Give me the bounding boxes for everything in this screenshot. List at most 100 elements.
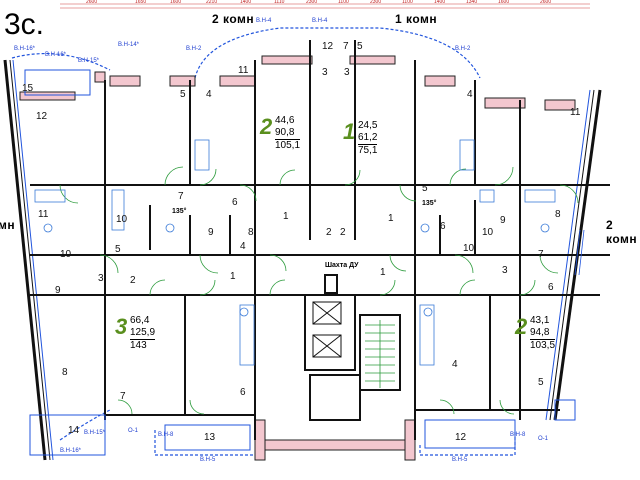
room-number: 7 bbox=[120, 391, 126, 402]
room-number: 12 bbox=[455, 432, 467, 443]
interior-walls bbox=[30, 40, 610, 440]
room-number: 8 bbox=[62, 367, 68, 378]
dimension-label: 2210 bbox=[206, 0, 218, 5]
total-with-balcony: 103,5 bbox=[530, 340, 556, 351]
plumbing-fixtures bbox=[34, 139, 556, 366]
room-number: 5 bbox=[115, 244, 121, 255]
room-count: 1 bbox=[343, 119, 356, 144]
room-number: 5 bbox=[180, 89, 186, 100]
dimension-label: 1600 bbox=[498, 0, 510, 5]
apartment-area-block: 2 44,6 90,8 105,1 bbox=[260, 115, 301, 152]
room-number: 9 bbox=[55, 285, 61, 296]
dimension-label: 1400 bbox=[240, 0, 252, 5]
apartment-area-block: 3 66,4 125,9 143 bbox=[115, 315, 156, 352]
room-number: 10 bbox=[116, 214, 128, 225]
dimension-label: 2300 bbox=[306, 0, 318, 5]
room-number: 1 bbox=[388, 213, 394, 224]
total-with-balcony: 105,1 bbox=[275, 140, 301, 151]
living-area: 66,4 bbox=[130, 315, 150, 326]
flat-label-right-edge: 2 комн bbox=[606, 218, 638, 246]
dimension-label: 1650 bbox=[135, 0, 147, 5]
window-tag: В.Н-16* bbox=[45, 52, 67, 58]
living-area: 44,6 bbox=[275, 115, 295, 126]
flat-label-top-right: 1 комн bbox=[395, 12, 438, 26]
window-tag: В.Н-14* bbox=[118, 42, 140, 48]
room-number: 5 bbox=[357, 41, 363, 52]
room-number: 15 bbox=[22, 83, 34, 94]
door-swings bbox=[59, 166, 579, 415]
room-number: 11 bbox=[38, 209, 49, 220]
window-tag: В.Н-4 bbox=[256, 18, 272, 24]
room-count: 2 bbox=[515, 314, 528, 339]
room-number: 3 bbox=[344, 67, 350, 78]
window-tag: О-1 bbox=[538, 436, 549, 442]
room-number: 11 bbox=[570, 107, 581, 118]
room-number: 2 bbox=[130, 275, 136, 286]
dimension-label: 2300 bbox=[370, 0, 382, 5]
room-number: 4 bbox=[240, 241, 246, 252]
window-tag: О-1 bbox=[128, 428, 139, 434]
room-number: 4 bbox=[206, 89, 212, 100]
room-number: 6 bbox=[548, 282, 554, 293]
apartment-area-block: 2 43,1 94,8 103,5 bbox=[515, 315, 556, 352]
window-tag: В.Н-5 bbox=[200, 457, 216, 463]
dimension-label: 1100 bbox=[338, 0, 349, 5]
room-number: 8 bbox=[555, 209, 561, 220]
room-number: 12 bbox=[36, 111, 48, 122]
window-tag: В.Н-2 bbox=[455, 46, 471, 52]
room-number: 14 bbox=[68, 425, 80, 436]
room-number: 6 bbox=[240, 387, 246, 398]
total-area: 61,2 bbox=[358, 132, 378, 145]
room-number: 1 bbox=[283, 211, 289, 222]
dimension-label: 1110 bbox=[274, 0, 285, 5]
room-number: 9 bbox=[500, 215, 506, 226]
dimension-label: 1340 bbox=[466, 0, 478, 5]
window-tag: В.Н-2 bbox=[186, 46, 202, 52]
left-slanted-wall bbox=[3, 59, 54, 461]
room-number: 10 bbox=[60, 249, 72, 260]
balconies bbox=[24, 69, 576, 456]
window-tag: В.Н-15* bbox=[84, 430, 106, 436]
room-number: 3 bbox=[502, 265, 508, 276]
living-area: 43,1 bbox=[530, 315, 550, 326]
outer-wall-segments bbox=[19, 55, 576, 461]
window-tag: В.Н-4 bbox=[312, 18, 328, 24]
room-number: 7 bbox=[538, 249, 544, 260]
room-count: 2 bbox=[260, 114, 273, 139]
room-number: 4 bbox=[452, 359, 458, 370]
room-number: 2 bbox=[340, 227, 346, 238]
total-area: 90,8 bbox=[275, 127, 301, 140]
room-number: 10 bbox=[463, 243, 475, 254]
room-number: 2 bbox=[326, 227, 332, 238]
dimension-label: 2600 bbox=[86, 0, 98, 5]
room-number: 5 bbox=[422, 183, 428, 194]
room-number: 12 bbox=[322, 41, 334, 52]
window-tag: В.Н-16* bbox=[60, 448, 82, 454]
window-tag: В.Н-16* bbox=[14, 46, 36, 52]
total-with-balcony: 143 bbox=[130, 340, 147, 351]
smoke-shaft-label: Шахта ДУ bbox=[325, 262, 359, 269]
total-with-balcony: 75,1 bbox=[358, 145, 378, 156]
door-angle-label: 135° bbox=[172, 208, 187, 215]
dimension-label: 1100 bbox=[402, 0, 413, 5]
room-number: 1 bbox=[230, 271, 236, 282]
dimension-label: 2600 bbox=[540, 0, 552, 5]
room-number: 13 bbox=[204, 432, 216, 443]
total-area: 94,8 bbox=[530, 327, 556, 340]
total-area: 125,9 bbox=[130, 327, 156, 340]
room-number: 11 bbox=[238, 65, 249, 76]
room-number: 8 bbox=[248, 227, 254, 238]
stair-core bbox=[304, 274, 401, 421]
room-number: 3 bbox=[322, 67, 328, 78]
window-tag: В.Н-8 bbox=[510, 432, 526, 438]
room-number: 6 bbox=[440, 221, 446, 232]
page-title: 3с. bbox=[4, 8, 45, 41]
flat-label-left-edge: мн bbox=[0, 218, 16, 232]
room-number: 7 bbox=[178, 191, 184, 202]
window-tag: В.Н-8 bbox=[158, 432, 174, 438]
room-count: 3 bbox=[115, 314, 128, 339]
room-number: 4 bbox=[467, 89, 473, 100]
top-dimension-strip bbox=[60, 3, 590, 9]
